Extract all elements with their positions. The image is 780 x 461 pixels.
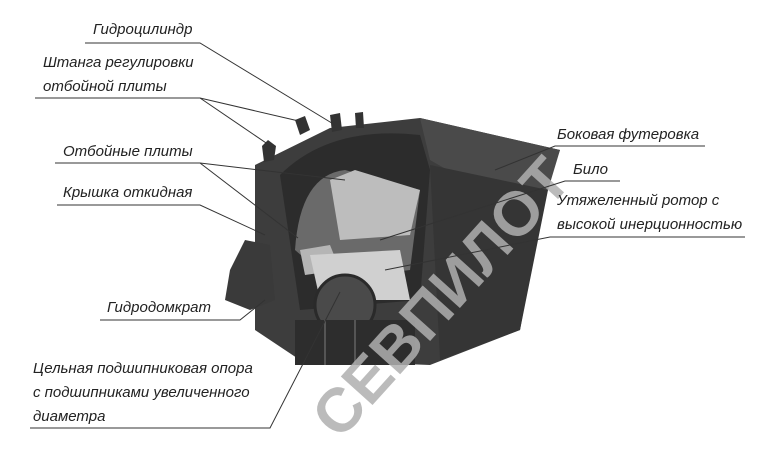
label-impact-plates: Отбойные плиты (63, 143, 193, 160)
label-bearing-line1: Цельная подшипниковая опора (33, 360, 253, 377)
label-rod-line2: отбойной плиты (43, 78, 167, 95)
label-hydrojack: Гидродомкрат (107, 299, 211, 316)
label-rotor-line2: высокой инерционностью (557, 216, 743, 233)
label-side-lining: Боковая футеровка (557, 126, 700, 143)
label-bearing-line2: с подшипниками увеличенного (33, 384, 250, 401)
label-hydrocylinder: Гидроцилиндр (93, 21, 193, 38)
label-bearing-line3: диаметра (33, 408, 106, 425)
leader-lines (30, 42, 745, 429)
label-blow-bar: Било (573, 161, 608, 178)
impact-crusher (225, 112, 560, 365)
label-hinged-cover: Крышка откидная (63, 184, 193, 201)
label-rod-line1: Штанга регулировки (43, 54, 194, 71)
label-rotor-line1: Утяжеленный ротор с (557, 192, 720, 209)
